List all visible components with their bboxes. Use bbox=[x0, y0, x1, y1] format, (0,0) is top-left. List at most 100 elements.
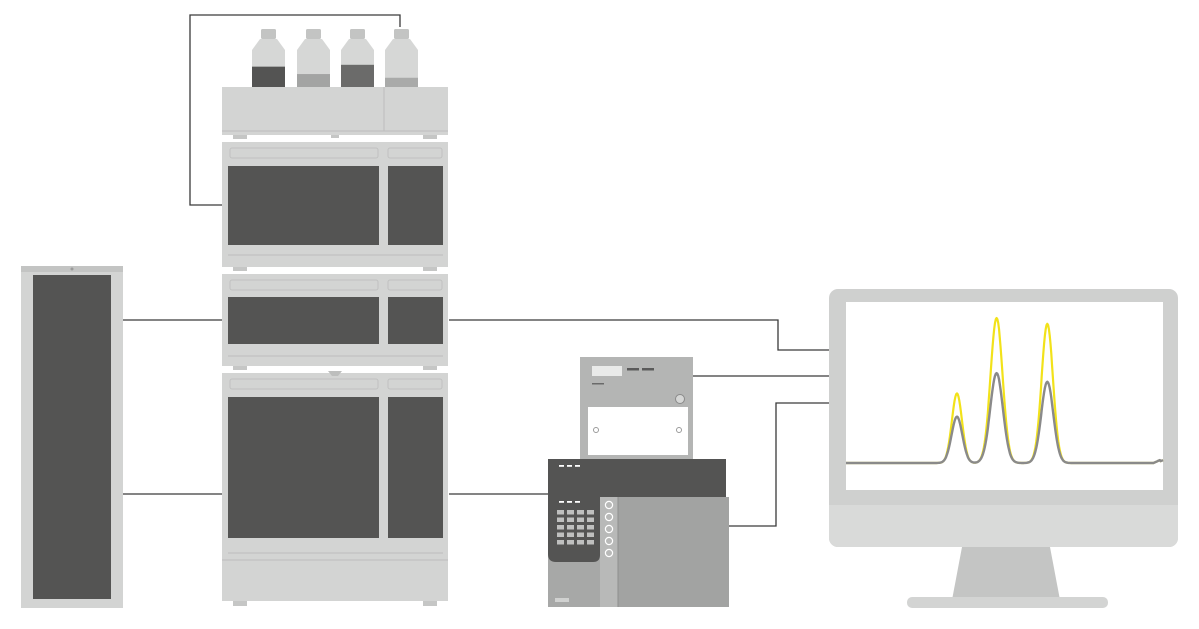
detector-side-panel bbox=[388, 297, 443, 344]
bottle-cap bbox=[394, 29, 409, 39]
bottle-icon bbox=[385, 29, 418, 87]
solvent-tray-foot-left bbox=[233, 135, 247, 139]
keypad-key bbox=[577, 510, 584, 515]
autosampler-foot-right bbox=[423, 601, 437, 606]
autosampler-handle bbox=[328, 371, 342, 376]
keypad-key bbox=[577, 517, 584, 522]
pump-module bbox=[222, 142, 448, 271]
ms-keypad-dash-3 bbox=[575, 501, 580, 503]
bottle-icon bbox=[297, 29, 330, 87]
monitor-chin bbox=[829, 505, 1178, 547]
bottle-icon bbox=[252, 29, 285, 87]
keypad-key bbox=[567, 525, 574, 530]
ion-source-dash-3 bbox=[592, 383, 604, 385]
autosampler-foot-left bbox=[233, 601, 247, 606]
chromatogram-plot bbox=[845, 316, 1164, 465]
detector-label-strip bbox=[229, 279, 379, 291]
bottle-cap bbox=[306, 29, 321, 39]
ion-source-dash-1 bbox=[627, 368, 639, 371]
ion-source-dash-2 bbox=[642, 368, 654, 371]
pump-label-strip bbox=[229, 147, 379, 159]
keypad-key bbox=[577, 540, 584, 545]
autosampler-side-strip bbox=[387, 378, 443, 390]
ms-top-dash-3 bbox=[575, 465, 580, 467]
ms-top-cover bbox=[548, 459, 726, 497]
ion-source-screw-right bbox=[676, 427, 682, 433]
keypad-key bbox=[557, 510, 564, 515]
mass-spectrometer bbox=[548, 357, 729, 607]
monitor-chin-top bbox=[829, 505, 1178, 515]
bottle-icon bbox=[341, 29, 374, 87]
keypad-key bbox=[557, 517, 564, 522]
monitor-stand-neck bbox=[952, 547, 1060, 600]
bottle-cap bbox=[350, 29, 365, 39]
keypad-key bbox=[567, 517, 574, 522]
pump-side-panel bbox=[388, 166, 443, 245]
ms-top-dash-1 bbox=[559, 465, 564, 467]
detector-module bbox=[222, 274, 448, 370]
keypad-key bbox=[587, 510, 594, 515]
ms-lower-to-monitor-line bbox=[729, 402, 830, 527]
ms-buttons bbox=[604, 500, 614, 558]
keypad-key bbox=[577, 525, 584, 530]
keypad-key bbox=[567, 540, 574, 545]
ms-round-button bbox=[604, 512, 614, 522]
ms-main-body bbox=[548, 459, 729, 607]
bottle-liquid bbox=[385, 77, 418, 87]
monitor-stand-base bbox=[907, 597, 1108, 608]
solvent-tray-foot-mid bbox=[331, 135, 339, 138]
ms-top-dash-2 bbox=[567, 465, 572, 467]
detector-foot-left bbox=[233, 366, 247, 370]
ion-source-window bbox=[588, 407, 688, 455]
ms-keypad-dash-1 bbox=[559, 501, 564, 503]
solvent-tray-housing bbox=[222, 87, 448, 135]
ms-badge bbox=[555, 598, 569, 602]
ms-button-column bbox=[600, 497, 618, 607]
connector-lines bbox=[123, 14, 830, 527]
keypad-key bbox=[567, 510, 574, 515]
solvent-bottles bbox=[252, 29, 418, 87]
ion-source-screw-left bbox=[593, 427, 599, 433]
solvent-tray-module bbox=[222, 87, 448, 139]
pump-side-strip bbox=[387, 147, 443, 159]
bottle-liquid bbox=[341, 64, 374, 87]
keypad-key bbox=[587, 532, 594, 537]
autosampler-side-panel bbox=[388, 397, 443, 538]
column-oven-window bbox=[33, 275, 111, 599]
bottle-liquid bbox=[297, 74, 330, 87]
bottle-cap bbox=[261, 29, 276, 39]
ion-source-knob bbox=[675, 394, 685, 404]
ms-round-button bbox=[604, 536, 614, 546]
detector-side-strip bbox=[387, 279, 443, 291]
detector-foot-right bbox=[423, 366, 437, 370]
detector-to-monitor-line bbox=[449, 319, 830, 351]
autosampler-label-strip bbox=[229, 378, 379, 390]
ms-round-button bbox=[604, 524, 614, 534]
keypad-key bbox=[557, 525, 564, 530]
pump-front-panel bbox=[228, 166, 379, 245]
column-oven-indicator bbox=[70, 267, 74, 271]
ms-keypad bbox=[557, 510, 594, 545]
keypad-key bbox=[567, 532, 574, 537]
solvent-return-line bbox=[189, 14, 401, 206]
monitor bbox=[829, 289, 1178, 608]
autosampler-module bbox=[222, 371, 448, 606]
chromatogram-trace-gray bbox=[845, 371, 1164, 465]
solvent-tray-foot-right bbox=[423, 135, 437, 139]
keypad-key bbox=[587, 540, 594, 545]
keypad-key bbox=[557, 540, 564, 545]
detector-front-panel bbox=[228, 297, 379, 344]
ms-keypad-dash-2 bbox=[567, 501, 572, 503]
ms-right-body bbox=[618, 497, 729, 607]
column-oven bbox=[21, 266, 123, 608]
keypad-key bbox=[587, 525, 594, 530]
lc-stack bbox=[222, 87, 448, 606]
pump-foot-right bbox=[423, 267, 437, 271]
keypad-key bbox=[577, 532, 584, 537]
pump-foot-left bbox=[233, 267, 247, 271]
keypad-key bbox=[557, 532, 564, 537]
ms-round-button bbox=[604, 500, 614, 510]
ms-round-button bbox=[604, 548, 614, 558]
